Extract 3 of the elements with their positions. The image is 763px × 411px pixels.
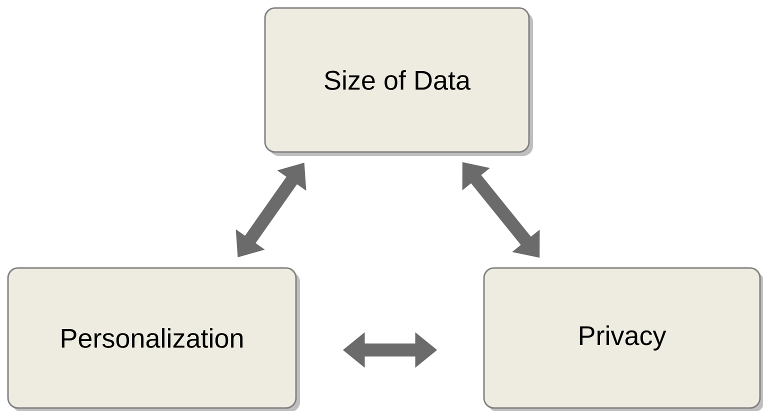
process-box: Personalization	[7, 267, 297, 409]
process-box: Privacy	[483, 267, 761, 409]
process-box: Size of Data	[264, 7, 530, 153]
